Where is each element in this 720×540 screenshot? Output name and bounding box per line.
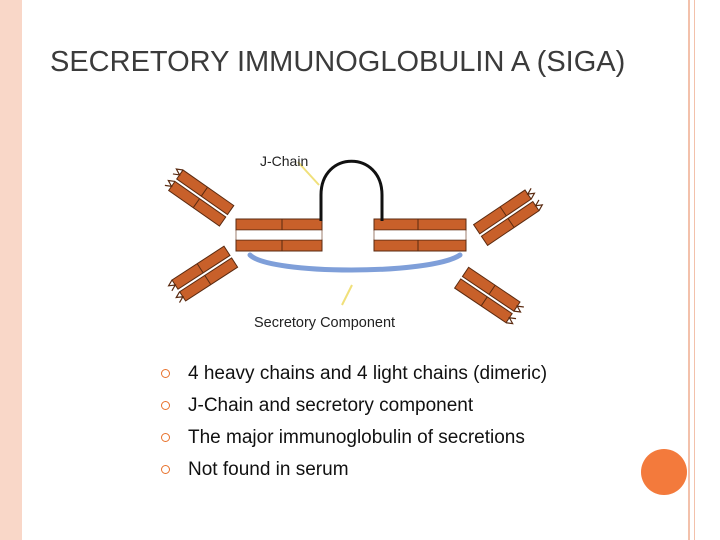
decorative-circle (641, 449, 687, 495)
bullet-list: 4 heavy chains and 4 light chains (dimer… (160, 358, 547, 486)
slide-title: SECRETORY IMMUNOGLOBULIN A (SIGA) (50, 46, 626, 78)
heavy-chain-fc-left (235, 218, 323, 252)
secretory-component-label: Secretory Component (254, 315, 395, 331)
secretory-component-pointer (341, 284, 353, 306)
bullet-item: Not found in serum (160, 454, 547, 486)
j-chain-pointer (297, 161, 320, 186)
bullet-icon (161, 433, 170, 442)
bullet-text: 4 heavy chains and 4 light chains (dimer… (188, 363, 548, 384)
j-chain (319, 159, 384, 221)
slide-frame-line (688, 0, 690, 540)
fab-arm-upper-right (472, 186, 545, 246)
bullet-icon (161, 401, 170, 410)
slide-frame-left (0, 0, 22, 540)
bullet-item: J-Chain and secretory component (160, 390, 547, 422)
secretory-component (247, 252, 463, 273)
bullet-icon (161, 465, 170, 474)
j-chain-label: J-Chain (260, 153, 308, 169)
heavy-chain-fc-right (373, 218, 467, 252)
bullet-text: Not found in serum (188, 459, 349, 480)
bullet-icon (161, 369, 170, 378)
slide-frame-line (694, 0, 695, 540)
bullet-text: The major immunoglobulin of secretions (188, 427, 525, 448)
fab-arm-lower-left (166, 245, 239, 305)
bullet-item: The major immunoglobulin of secretions (160, 422, 547, 454)
bullet-item: 4 heavy chains and 4 light chains (dimer… (160, 358, 547, 390)
fab-arm-upper-left (163, 165, 235, 227)
fab-arm-lower-right (454, 266, 526, 327)
bullet-text: J-Chain and secretory component (188, 395, 474, 416)
